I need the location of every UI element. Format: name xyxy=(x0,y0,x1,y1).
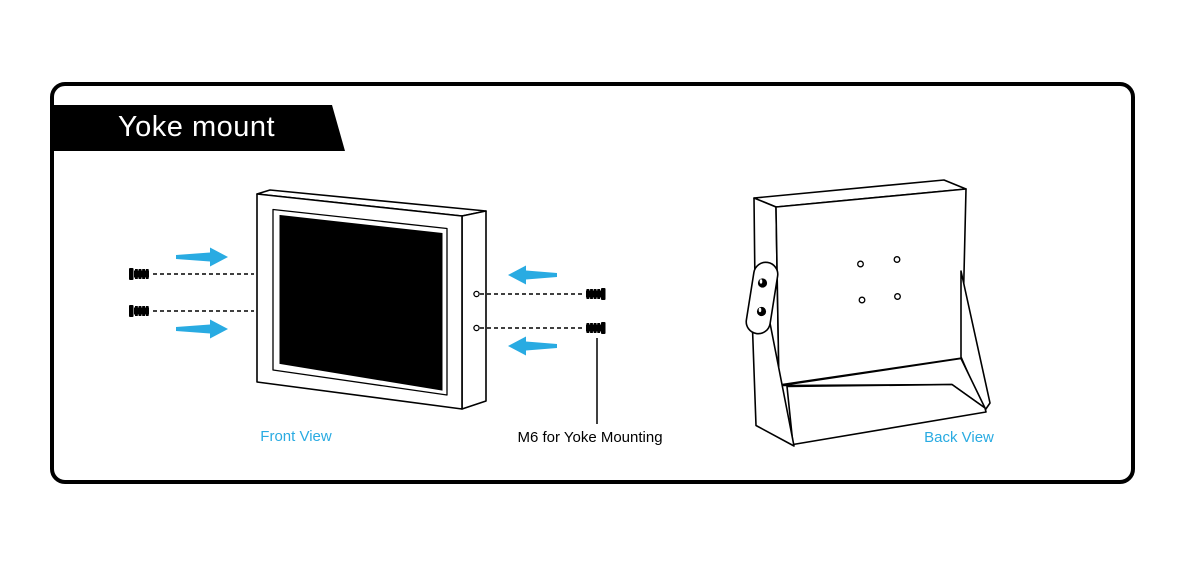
vesa-hole xyxy=(858,296,866,304)
bezel-inner-line xyxy=(272,208,448,396)
front-view-label: Front View xyxy=(260,428,332,445)
front-view-monitor xyxy=(256,189,487,410)
side-mount-hole xyxy=(473,290,480,298)
screw-icon xyxy=(586,288,606,300)
right-screw-guides xyxy=(480,265,606,424)
monitor-side-face xyxy=(461,210,487,410)
arrow-left-icon xyxy=(508,336,557,356)
vesa-hole xyxy=(857,260,864,268)
arrow-left-icon xyxy=(508,265,557,285)
monitor-back-panel xyxy=(775,188,967,386)
yoke-pivot-hole xyxy=(756,306,767,317)
pivot-hole-highlight xyxy=(759,279,763,284)
pivot-hole-highlight xyxy=(758,307,762,313)
screw-icon xyxy=(586,322,606,334)
page-title: Yoke mount xyxy=(118,111,276,143)
left-screw-guides xyxy=(129,247,254,339)
arrow-right-icon xyxy=(176,247,228,267)
title-banner: Yoke mount xyxy=(50,105,345,151)
back-view-monitor xyxy=(745,179,991,447)
vesa-hole xyxy=(893,256,901,263)
vesa-hole xyxy=(894,293,901,300)
screw-icon xyxy=(129,305,149,317)
side-mount-hole xyxy=(473,324,480,332)
monitor-screen xyxy=(279,214,443,391)
yoke-pivot-bracket xyxy=(745,261,779,335)
m6-mounting-label: M6 for Yoke Mounting xyxy=(517,429,663,446)
screw-icon xyxy=(129,268,149,280)
yoke-pivot-hole xyxy=(757,278,768,288)
arrow-right-icon xyxy=(176,319,228,339)
back-view-label: Back View xyxy=(924,429,994,446)
